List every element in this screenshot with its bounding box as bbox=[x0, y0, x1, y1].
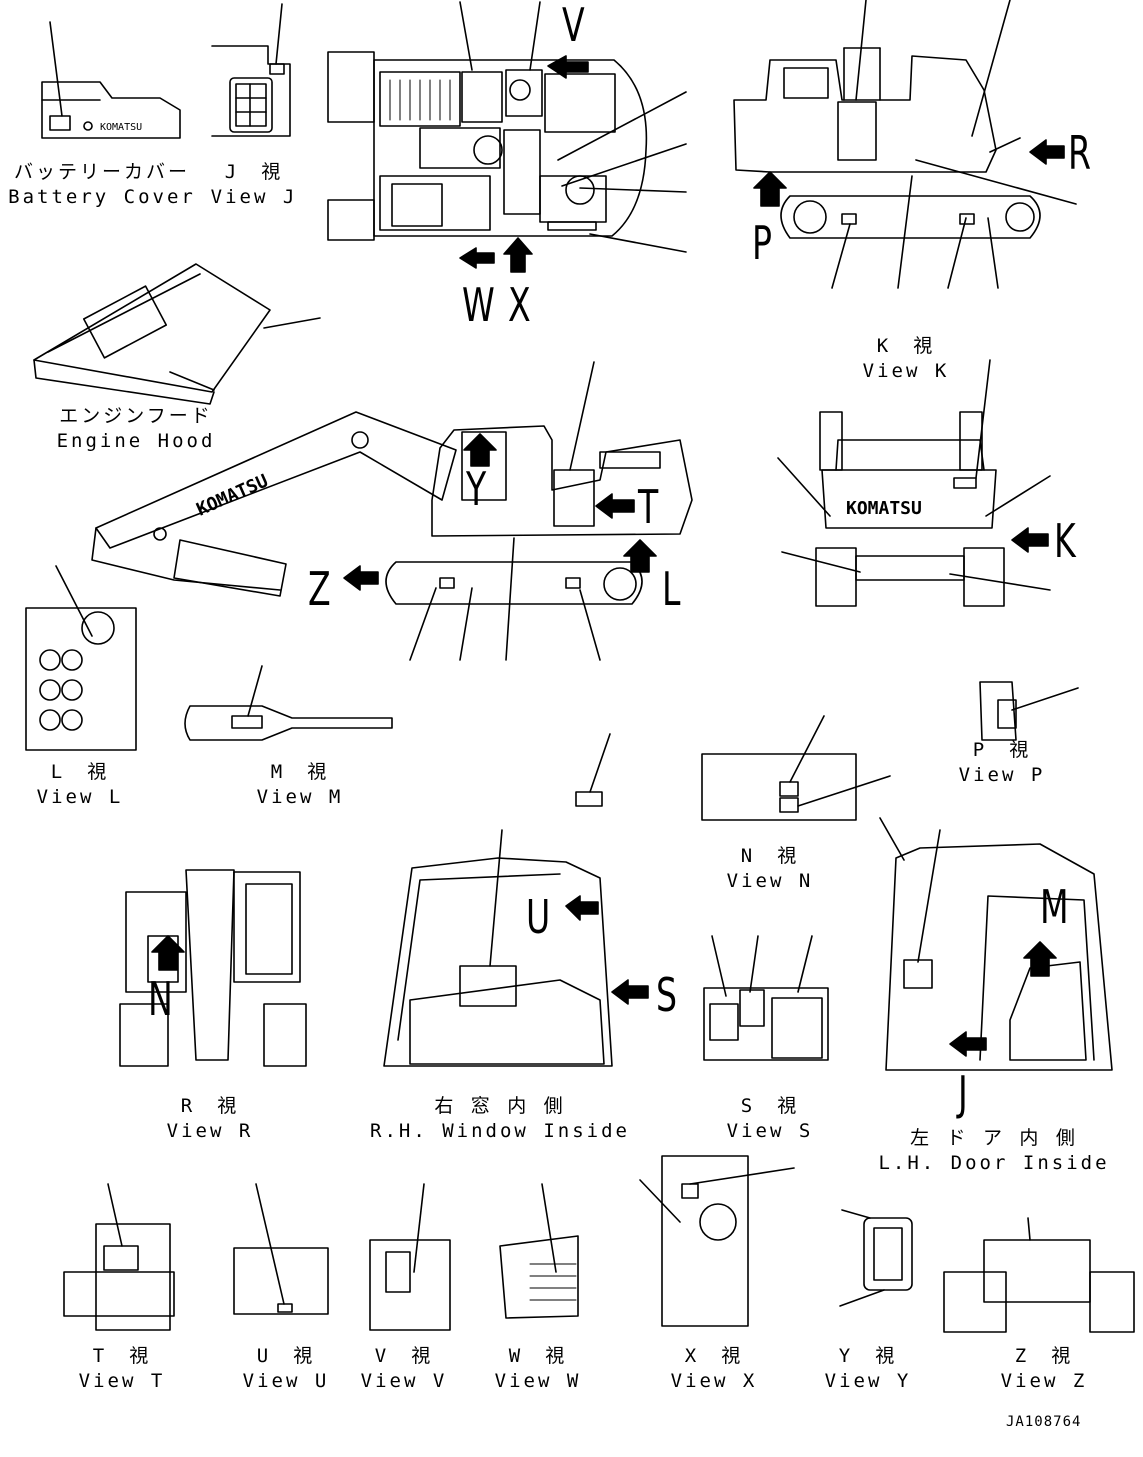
lh-door-drawing bbox=[880, 818, 1112, 1070]
view-m-drawing bbox=[185, 666, 392, 740]
letter-j: J bbox=[958, 1066, 968, 1120]
letter-r: R bbox=[1068, 126, 1092, 180]
side-view-top-right bbox=[734, 0, 1076, 288]
letter-m: M bbox=[1040, 880, 1069, 934]
view-x-drawing bbox=[640, 1156, 794, 1326]
boom-logo: KOMATSU bbox=[193, 471, 271, 521]
letter-t: T bbox=[638, 480, 659, 534]
letter-l: L bbox=[662, 562, 681, 616]
battery-cover-logo: KOMATSU bbox=[100, 122, 142, 133]
view-l-drawing bbox=[26, 566, 136, 750]
engine-hood-drawing bbox=[34, 264, 320, 404]
label-callout-center bbox=[576, 734, 610, 806]
letter-x: X bbox=[508, 278, 531, 332]
letter-n: N bbox=[148, 972, 173, 1026]
rear-view-k-drawing: KOMATSU bbox=[778, 360, 1050, 606]
view-p-drawing bbox=[980, 682, 1078, 740]
view-s-drawing bbox=[704, 936, 828, 1060]
top-view-drawing bbox=[328, 2, 686, 272]
rear-logo: KOMATSU bbox=[846, 498, 922, 519]
view-u-drawing bbox=[234, 1184, 328, 1314]
letter-s: S bbox=[656, 968, 678, 1022]
letter-u: U bbox=[526, 890, 551, 944]
letter-w: W bbox=[462, 278, 495, 332]
view-y-drawing bbox=[840, 1210, 912, 1306]
letter-p: P bbox=[752, 216, 772, 270]
view-w-drawing bbox=[500, 1184, 578, 1318]
view-z-drawing bbox=[944, 1218, 1134, 1332]
view-r-drawing bbox=[120, 870, 306, 1066]
letter-v: V bbox=[562, 0, 585, 52]
view-j-drawing bbox=[212, 4, 290, 136]
letter-k: K bbox=[1054, 514, 1076, 568]
letter-z: Z bbox=[308, 562, 331, 616]
rh-window-drawing bbox=[384, 830, 648, 1066]
drawing-id: JA108764 bbox=[1006, 1414, 1082, 1430]
battery-cover-drawing: KOMATSU bbox=[42, 22, 180, 138]
view-t-drawing bbox=[64, 1184, 174, 1330]
letter-y: Y bbox=[466, 462, 487, 516]
view-n-drawing bbox=[702, 716, 890, 820]
view-v-drawing bbox=[370, 1184, 450, 1330]
